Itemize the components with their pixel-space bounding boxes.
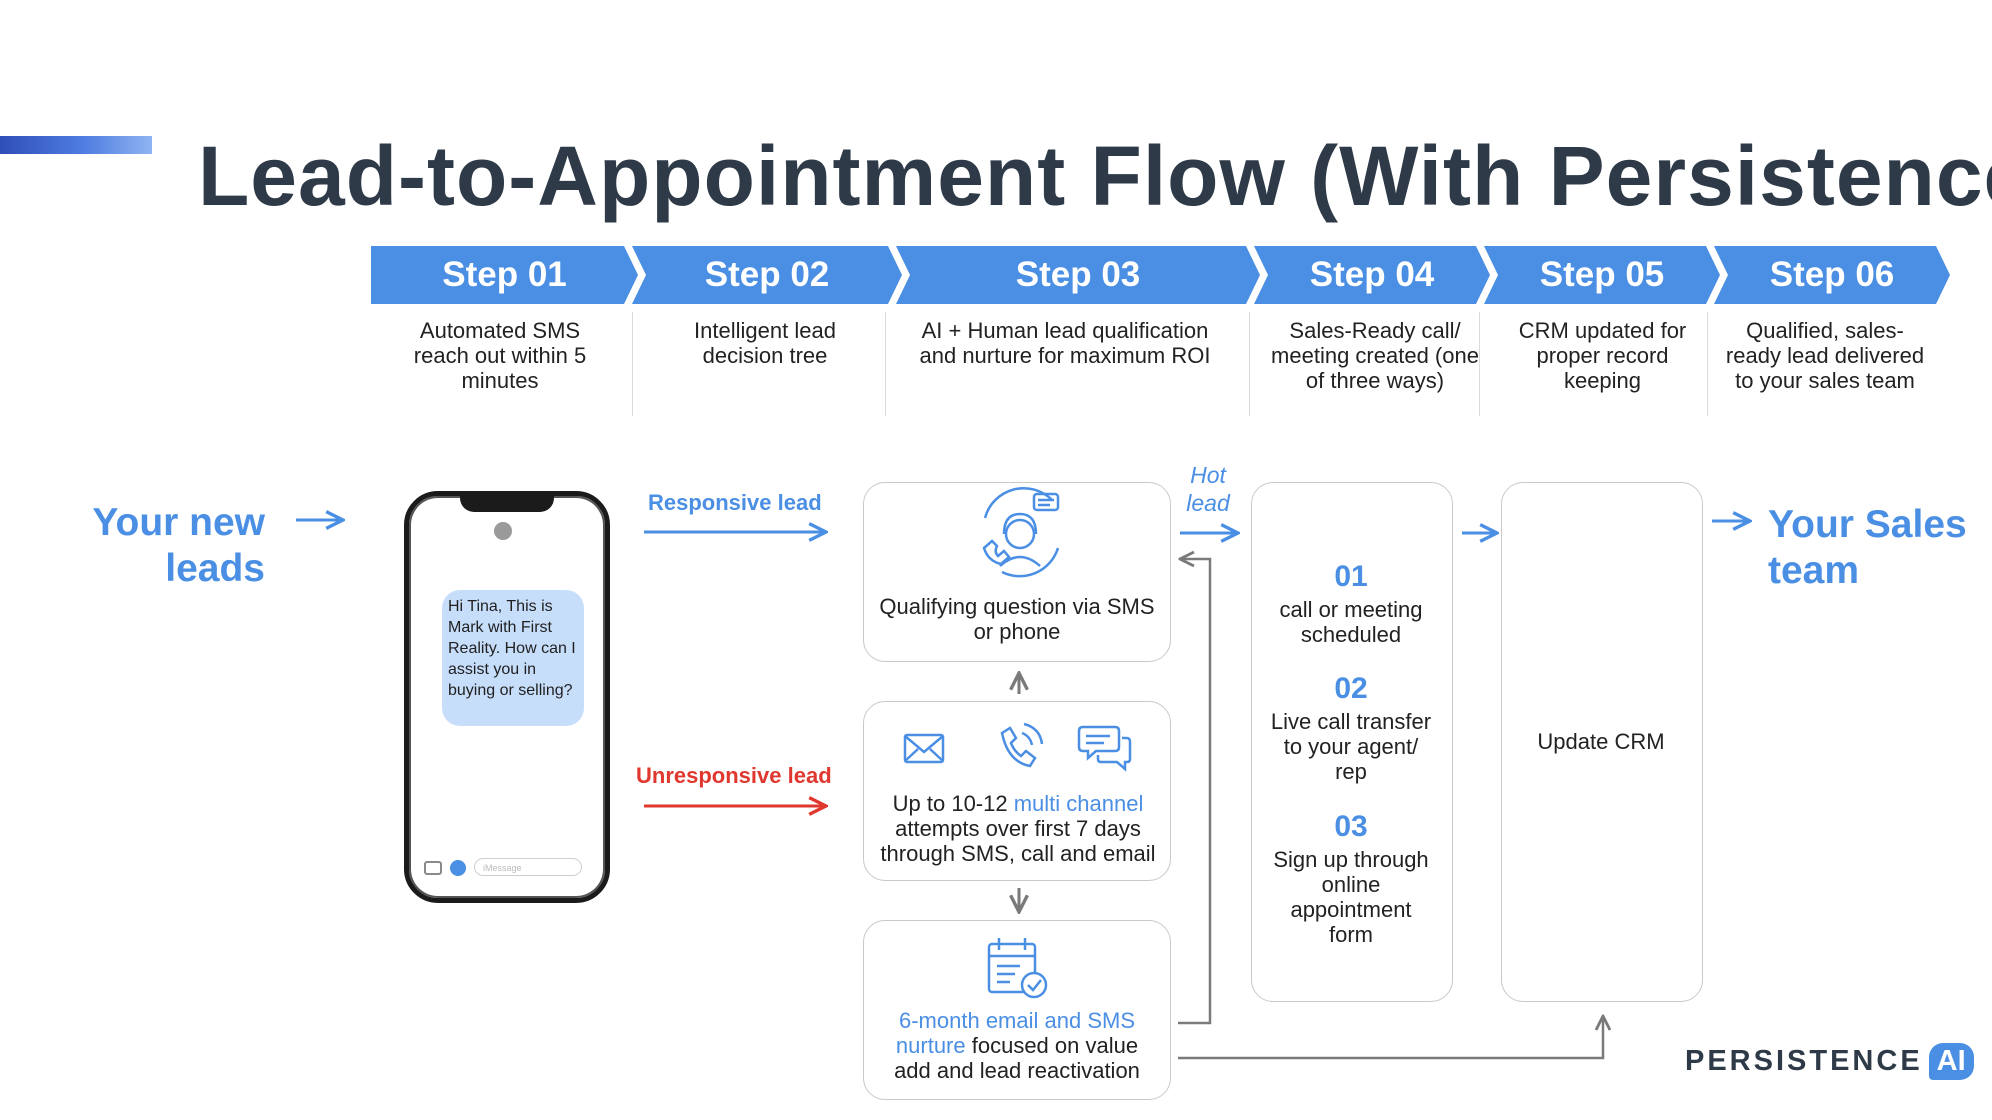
step-02-chevron: Step 02 (632, 246, 902, 304)
contact-avatar-icon (494, 522, 512, 540)
page-title: Lead-to-Appointment Flow (With Persisten… (198, 129, 1992, 223)
option-03-text: Sign up through online appointment form (1273, 847, 1429, 947)
step-06-description: Qualified, sales-ready lead delivered to… (1725, 318, 1925, 393)
option-03-number: 03 (1334, 810, 1368, 843)
step-05-chevron: Step 05 (1484, 246, 1720, 304)
email-icon (903, 733, 945, 764)
qualifying-question-box (863, 482, 1171, 662)
qualifying-question-text: Qualifying question via SMS or phone (879, 594, 1155, 644)
sales-team-label: Your Sales team (1768, 503, 1967, 592)
step-05-description: CRM updated for proper record keeping (1518, 318, 1687, 393)
step-divider (1479, 312, 1480, 416)
hot-lead-label: Hot lead (1186, 462, 1230, 516)
option-01-number: 01 (1334, 560, 1368, 593)
responsive-lead-label: Responsive lead (648, 490, 822, 515)
step-04-chevron: Step 04 (1254, 246, 1490, 304)
step-03-description: AI + Human lead qualification and nurtur… (919, 318, 1211, 368)
step-02-description: Intelligent lead decision tree (694, 318, 836, 368)
nurture-text: 6-month email and SMS nurture focused on… (894, 1008, 1140, 1083)
step-04-description: Sales-Ready call/ meeting created (one o… (1271, 318, 1479, 393)
step-divider (1707, 312, 1708, 416)
nurture-box (863, 920, 1171, 1100)
option-02-text: Live call transfer to your agent/ rep (1270, 709, 1432, 784)
step-divider (632, 312, 633, 416)
app-store-icon[interactable] (450, 860, 466, 876)
step-03-chevron: Step 03 (896, 246, 1260, 304)
agent-headset-icon (982, 486, 1060, 578)
step-divider (885, 312, 886, 416)
meeting-options-box (1251, 482, 1453, 1002)
unresponsive-lead-label: Unresponsive lead (636, 763, 832, 788)
option-01-text: call or meeting scheduled (1279, 597, 1423, 647)
connector-nurture-to-crm (1178, 1016, 1603, 1060)
step-divider (1249, 312, 1250, 416)
calendar-check-icon (987, 938, 1048, 999)
phone-notch (460, 494, 554, 512)
sms-message-bubble: Hi Tina, This is Mark with First Reality… (442, 590, 584, 726)
step-01-description: Automated SMS reach out within 5 minutes (413, 318, 587, 393)
step-01-chevron: Step 01 (371, 246, 638, 304)
option-02-number: 02 (1334, 672, 1368, 705)
multi-channel-text: Up to 10-12 multi channel attempts over … (880, 791, 1156, 866)
crm-text: Update CRM (1537, 729, 1665, 754)
chat-icon (1077, 725, 1132, 772)
step-06-chevron: Step 06 (1714, 246, 1950, 304)
phone-call-icon (1000, 722, 1044, 768)
message-input[interactable]: iMessage (474, 858, 582, 876)
title-accent-bar (0, 136, 152, 154)
crm-box (1501, 482, 1703, 1002)
new-leads-label: Your new leads (92, 501, 265, 590)
camera-icon[interactable] (424, 861, 442, 875)
connector-nurture-to-qualify (1178, 559, 1212, 1025)
